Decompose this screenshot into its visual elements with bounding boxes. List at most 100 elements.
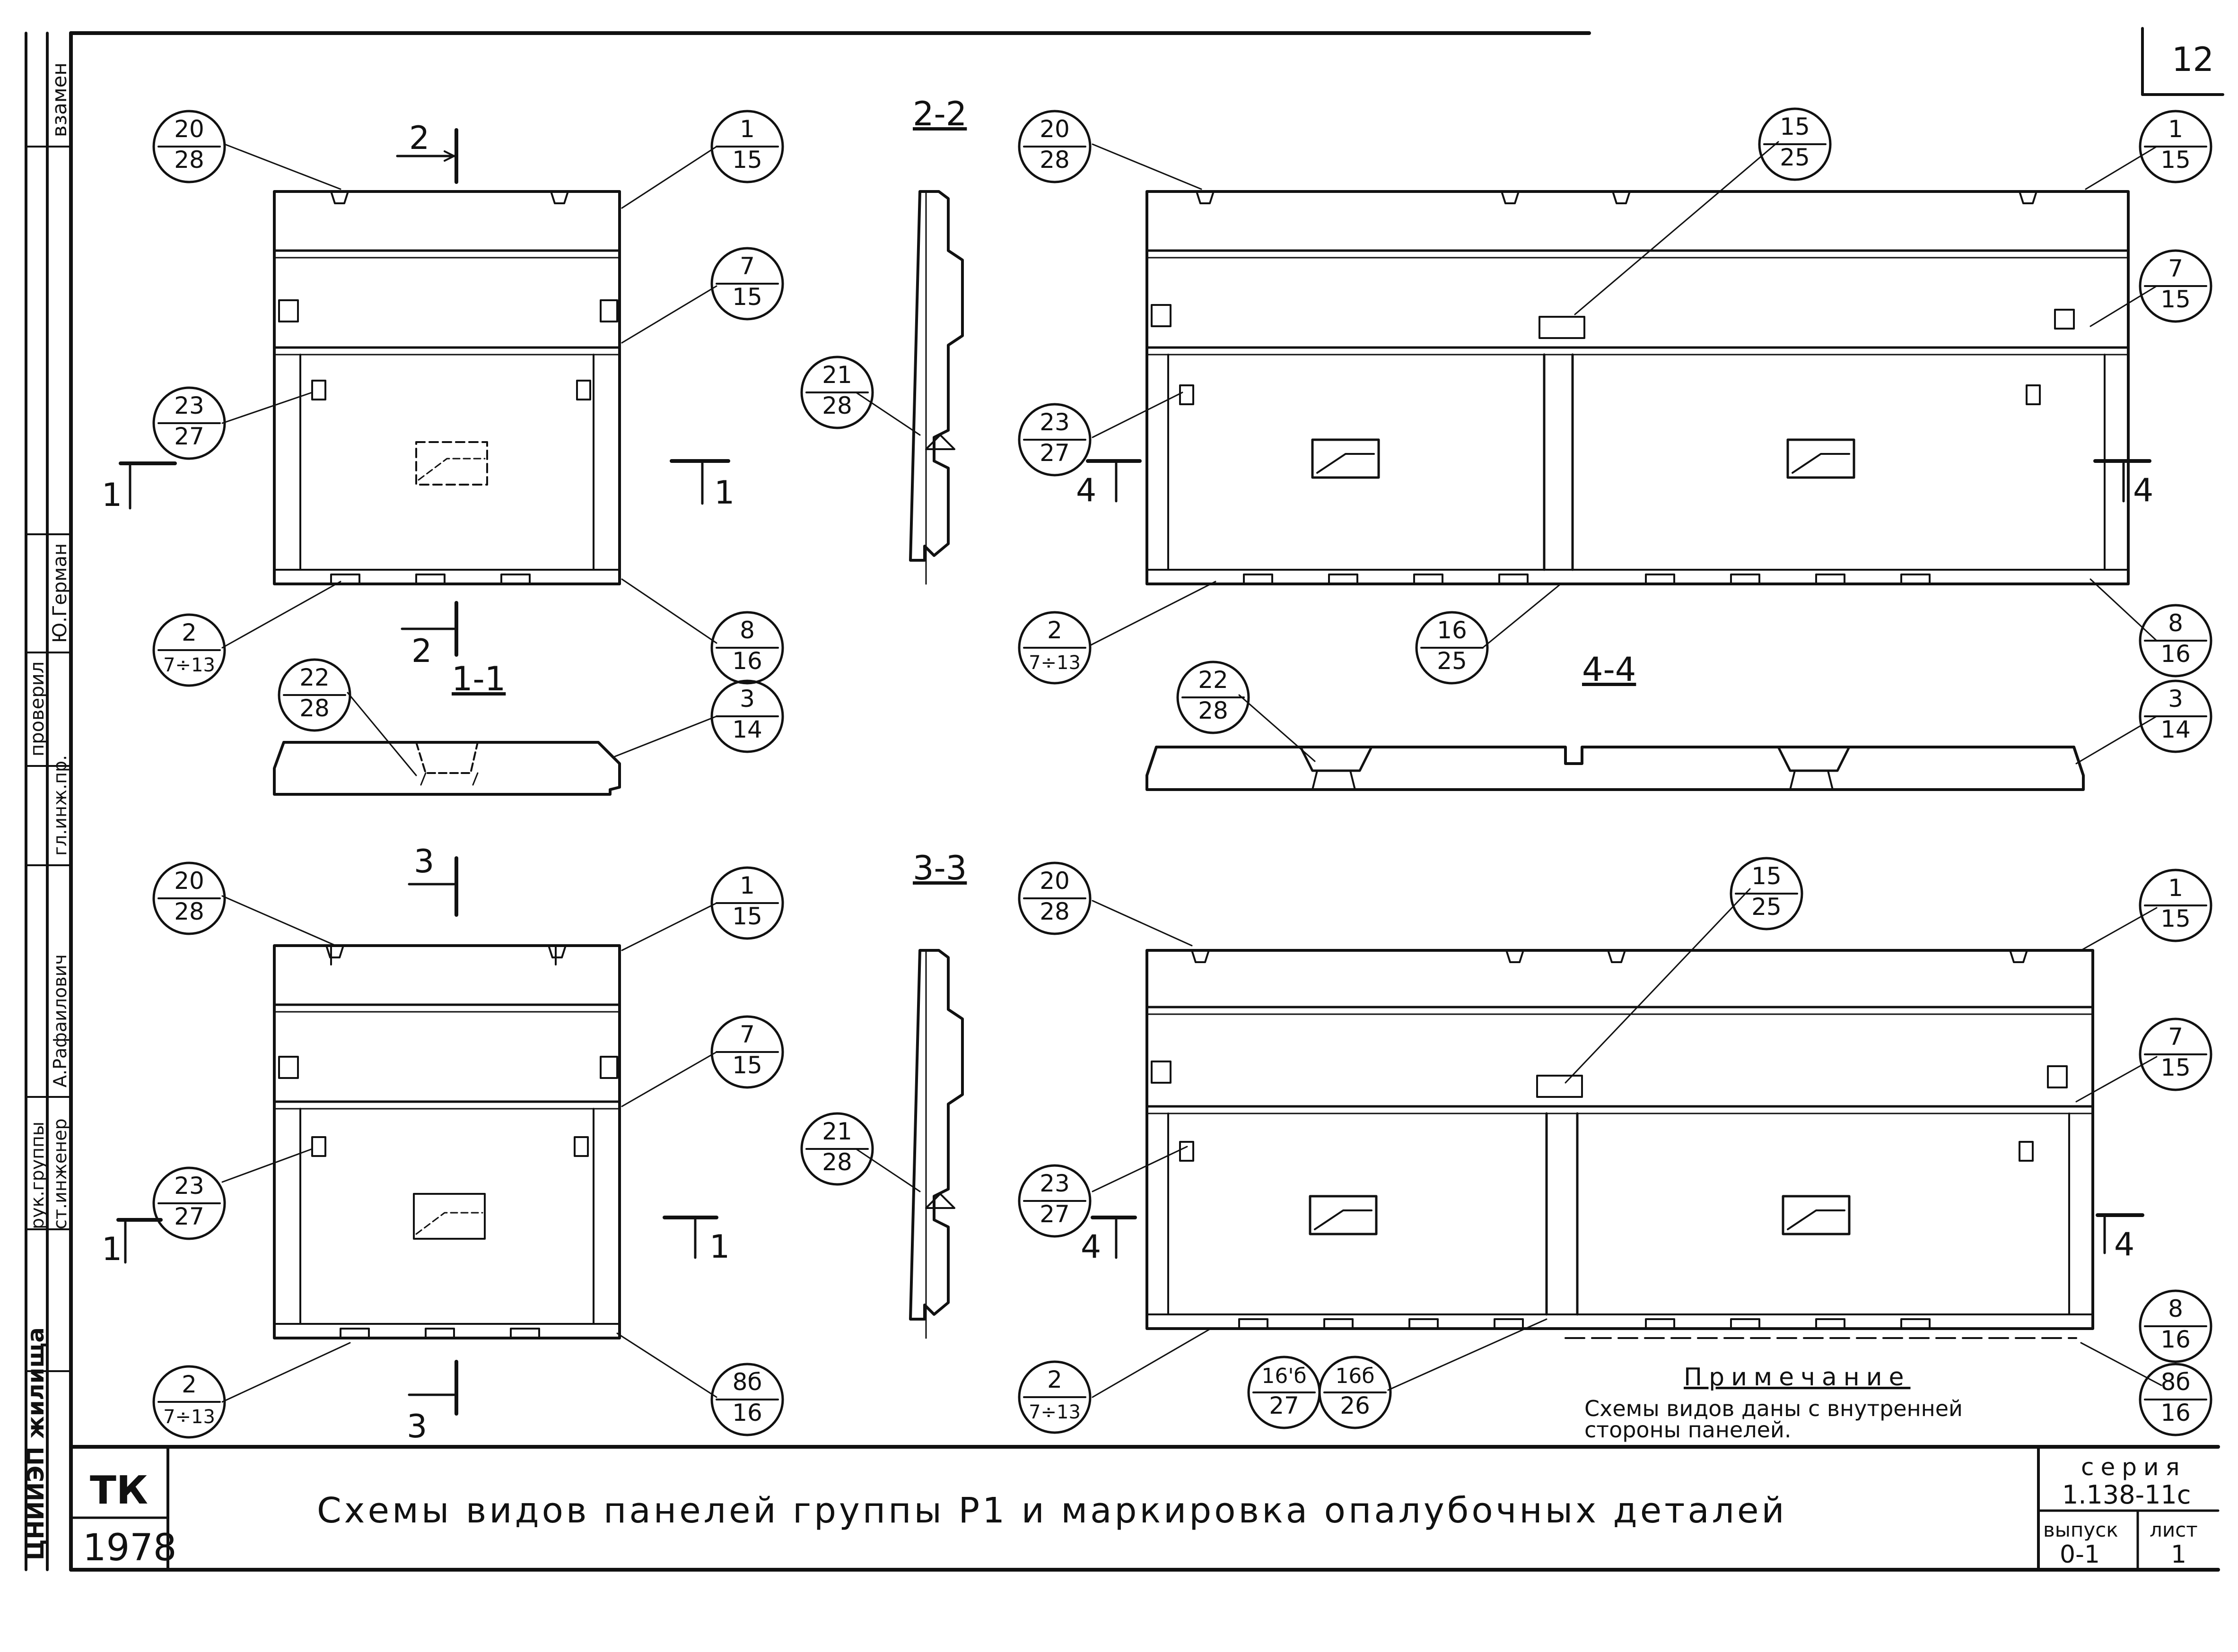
callout-15-25-a: 15 25 — [1758, 107, 1832, 181]
callout-1-15-a: 1 15 — [710, 110, 784, 183]
svg-text:16'б: 16'б — [1261, 1364, 1306, 1388]
svg-text:8: 8 — [2168, 1295, 2183, 1322]
cut-mark-3-bottom — [408, 1360, 458, 1416]
callout-20-28-a: 20 28 — [152, 110, 226, 183]
series-value: 1.138-11с — [2062, 1480, 2191, 1510]
sheet-title: Схемы видов панелей группы Р1 и маркиров… — [317, 1490, 1787, 1531]
svg-text:15: 15 — [732, 903, 762, 930]
cut-label-4-bottom-right: 4 — [2114, 1226, 2134, 1263]
svg-text:25: 25 — [1751, 893, 1782, 921]
svg-text:27: 27 — [174, 1203, 204, 1230]
svg-text:15: 15 — [2160, 286, 2191, 313]
title-block — [69, 1445, 2220, 1572]
cut-mark-2-bottom — [401, 601, 458, 657]
svg-text:23: 23 — [1040, 1170, 1070, 1197]
callout-8-16-b: 8 16 — [2139, 604, 2212, 678]
svg-text:15: 15 — [732, 1052, 762, 1079]
svg-text:14: 14 — [732, 716, 762, 743]
svg-text:7: 7 — [2168, 1023, 2183, 1051]
svg-text:15: 15 — [2160, 146, 2191, 174]
svg-text:27: 27 — [1269, 1392, 1299, 1419]
section-title-1-1: 1-1 — [452, 660, 506, 698]
svg-text:16: 16 — [732, 1399, 762, 1426]
svg-text:8: 8 — [2168, 609, 2183, 637]
svg-text:22: 22 — [299, 664, 330, 691]
cut-mark-1-bottom-left — [116, 1218, 163, 1264]
svg-text:20: 20 — [1040, 867, 1070, 895]
svg-text:28: 28 — [1040, 898, 1070, 925]
svg-text:15: 15 — [732, 146, 762, 174]
svg-text:8б: 8б — [2161, 1368, 2191, 1396]
svg-text:28: 28 — [299, 695, 330, 722]
callout-8-16-c: 8 16 — [2139, 1289, 2212, 1363]
callout-2-7to13-a: 2 7÷13 — [152, 613, 226, 687]
svg-text:7÷13: 7÷13 — [1029, 652, 1081, 674]
svg-text:27: 27 — [174, 423, 204, 450]
svg-text:20: 20 — [174, 115, 204, 143]
callout-1-15-c: 1 15 — [710, 866, 784, 940]
svg-text:28: 28 — [174, 898, 204, 925]
svg-text:27: 27 — [1040, 439, 1070, 467]
svg-text:23: 23 — [174, 1172, 204, 1200]
section-title-2-2: 2-2 — [913, 95, 967, 133]
svg-text:28: 28 — [822, 392, 852, 419]
section-4-4-profile — [1145, 746, 2085, 791]
side-stamp-cell-3: рук.группы — [27, 1122, 48, 1229]
cut-mark-4-bottom-right — [2096, 1213, 2144, 1254]
svg-text:1: 1 — [740, 872, 755, 899]
cut-label-3-top: 3 — [414, 843, 434, 880]
callout-1-15-d: 1 15 — [2139, 869, 2212, 942]
note-line-1: Схемы видов даны с внутренней — [1584, 1396, 1963, 1421]
side-stamp-cell-7: ЦНИИЭП жилища — [23, 1327, 49, 1560]
svg-text:16: 16 — [732, 647, 762, 675]
callout-23-27-b: 23 27 — [1018, 403, 1092, 477]
panel-view-top-left — [273, 190, 621, 585]
svg-text:8б: 8б — [733, 1368, 762, 1396]
svg-text:28: 28 — [822, 1148, 852, 1176]
svg-text:16: 16 — [2160, 1399, 2191, 1426]
svg-text:1: 1 — [2168, 874, 2183, 902]
svg-text:27: 27 — [1040, 1200, 1070, 1228]
svg-text:1: 1 — [740, 115, 755, 143]
panel-view-top-right — [1145, 190, 2130, 585]
callout-22-28-a: 22 28 — [278, 658, 351, 732]
callout-1-15-b: 1 15 — [2139, 110, 2212, 183]
callout-8-16-a: 8 16 — [710, 611, 784, 685]
cut-label-1-top-left: 1 — [102, 477, 122, 514]
svg-text:2: 2 — [1047, 1366, 1062, 1393]
note-line-2: стороны панелей. — [1584, 1417, 1791, 1443]
callout-7-15-b: 7 15 — [2139, 249, 2212, 323]
svg-text:16: 16 — [2160, 640, 2191, 668]
callout-20-28-d: 20 28 — [1018, 861, 1092, 935]
sheet-value: 1 — [2171, 1540, 2186, 1569]
cut-mark-1-top-right — [670, 459, 730, 505]
callout-21-28-a: 21 28 — [800, 356, 874, 429]
svg-text:26: 26 — [1340, 1392, 1370, 1419]
series-label: серия — [2081, 1453, 2186, 1481]
callout-23-27-c: 23 27 — [152, 1166, 226, 1240]
svg-text:25: 25 — [1780, 144, 1810, 171]
svg-text:2: 2 — [182, 619, 197, 646]
callout-16b-26: 16б 26 — [1318, 1356, 1392, 1429]
svg-text:28: 28 — [174, 146, 204, 174]
callout-23-27-d: 23 27 — [1018, 1164, 1092, 1238]
side-stamp-cell-1: Ю.Герман — [49, 543, 71, 643]
sheet-number: 12 — [2172, 40, 2214, 79]
cut-label-1-top-right: 1 — [714, 474, 734, 512]
sheet-frame — [69, 27, 2224, 1572]
callout-8b-16-b: 8б 16 — [2139, 1363, 2212, 1436]
svg-text:7÷13: 7÷13 — [163, 1406, 215, 1428]
callout-16pb-27: 16'б 27 — [1247, 1356, 1321, 1429]
stamp-org: ТК — [90, 1468, 148, 1513]
svg-text:20: 20 — [1040, 115, 1070, 143]
svg-text:21: 21 — [822, 1118, 852, 1145]
section-2-2-profile — [909, 190, 964, 585]
svg-text:2: 2 — [1047, 617, 1062, 644]
issue-value: 0-1 — [2060, 1540, 2100, 1569]
cut-label-3-bottom: 3 — [407, 1408, 427, 1445]
cut-mark-4-bottom-left — [1091, 1216, 1137, 1259]
panel-view-bottom-right — [1145, 949, 2094, 1339]
side-stamp-cell-2: проверил — [26, 661, 48, 756]
panel-view-bottom-left — [273, 944, 621, 1339]
section-title-4-4: 4-4 — [1582, 650, 1636, 689]
